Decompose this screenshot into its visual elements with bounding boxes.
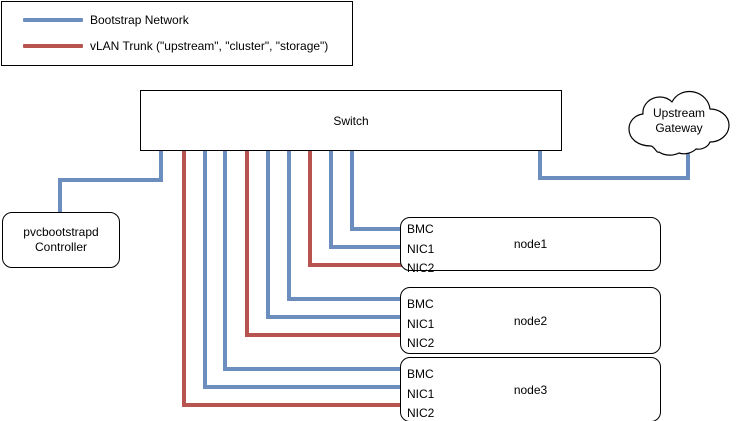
node-box-node3[interactable]: BMC NIC1 NIC2 node3 xyxy=(400,357,661,421)
wire-gateway-uplink-vertical-b xyxy=(686,150,690,180)
legend-swatch-vlan-trunk xyxy=(23,44,83,48)
node2-port-list: BMC NIC1 NIC2 xyxy=(407,295,434,354)
node3-port-list: BMC NIC1 NIC2 xyxy=(407,365,434,421)
node1-port-nic1: NIC1 xyxy=(407,241,435,256)
wire-node3-nic1-horizontal xyxy=(203,385,404,389)
cloud-icon xyxy=(628,90,730,156)
wire-node2-nic2-vertical xyxy=(245,150,249,337)
wire-node1-nic2-vertical xyxy=(308,150,312,267)
wire-node1-nic2-horizontal xyxy=(308,263,404,267)
wire-node3-nic2-vertical xyxy=(182,150,186,407)
wire-gateway-uplink-horizontal xyxy=(538,176,690,180)
legend-swatch-bootstrap-network xyxy=(23,18,83,22)
legend-label-bootstrap-network: Bootstrap Network xyxy=(90,13,189,27)
wire-node2-bmc-vertical xyxy=(287,150,291,301)
node1-port-nic2: NIC2 xyxy=(407,261,435,275)
wire-node2-bmc-horizontal xyxy=(287,297,404,301)
node1-port-bmc: BMC xyxy=(407,222,434,236)
node1-title: node1 xyxy=(513,237,548,251)
wire-node2-nic2-horizontal xyxy=(245,333,404,337)
wire-controller-bootstrap-vertical-a xyxy=(159,150,163,182)
node1-port-list: BMC NIC1 NIC2 xyxy=(407,220,434,279)
node2-title: node2 xyxy=(513,313,548,328)
switch-label: Switch xyxy=(333,113,369,128)
controller-label-service: pvcbootstrapd xyxy=(23,225,99,239)
node2-port-nic2: NIC2 xyxy=(407,336,435,350)
upstream-gateway-node[interactable]: Upstream Gateway xyxy=(623,88,735,158)
switch-node[interactable]: Switch xyxy=(140,90,562,151)
legend-label-vlan-trunk: vLAN Trunk ("upstream", "cluster", "stor… xyxy=(90,39,329,53)
node2-port-bmc: BMC xyxy=(407,297,434,311)
node3-title: node3 xyxy=(513,382,548,397)
wire-controller-bootstrap-horizontal xyxy=(58,178,163,182)
wire-node1-nic1-horizontal xyxy=(329,245,404,249)
wire-node3-bmc-vertical xyxy=(223,150,227,371)
node-box-node2[interactable]: BMC NIC1 NIC2 node2 xyxy=(400,287,661,354)
node3-port-nic1: NIC1 xyxy=(407,386,435,401)
wire-node3-nic2-horizontal xyxy=(182,403,404,407)
controller-label-role: Controller xyxy=(34,240,88,254)
wire-node1-bmc-vertical xyxy=(350,150,354,231)
node3-port-nic2: NIC2 xyxy=(407,406,435,420)
wire-node1-bmc-horizontal xyxy=(350,227,404,231)
legend-panel: Bootstrap Network vLAN Trunk ("upstream"… xyxy=(1,1,353,66)
node-box-node1[interactable]: BMC NIC1 NIC2 node1 xyxy=(400,217,661,275)
node2-port-nic1: NIC1 xyxy=(407,316,435,331)
wire-node3-nic1-vertical xyxy=(203,150,207,389)
controller-node[interactable]: pvcbootstrapd Controller xyxy=(2,212,120,268)
node3-port-bmc: BMC xyxy=(407,367,434,381)
wire-node2-nic1-horizontal xyxy=(266,315,404,319)
wire-gateway-uplink-vertical-a xyxy=(538,150,542,180)
wire-node1-nic1-vertical xyxy=(329,150,333,249)
wire-controller-bootstrap-vertical-b xyxy=(58,178,62,214)
wire-node2-nic1-vertical xyxy=(266,150,270,319)
wire-node3-bmc-horizontal xyxy=(223,367,404,371)
